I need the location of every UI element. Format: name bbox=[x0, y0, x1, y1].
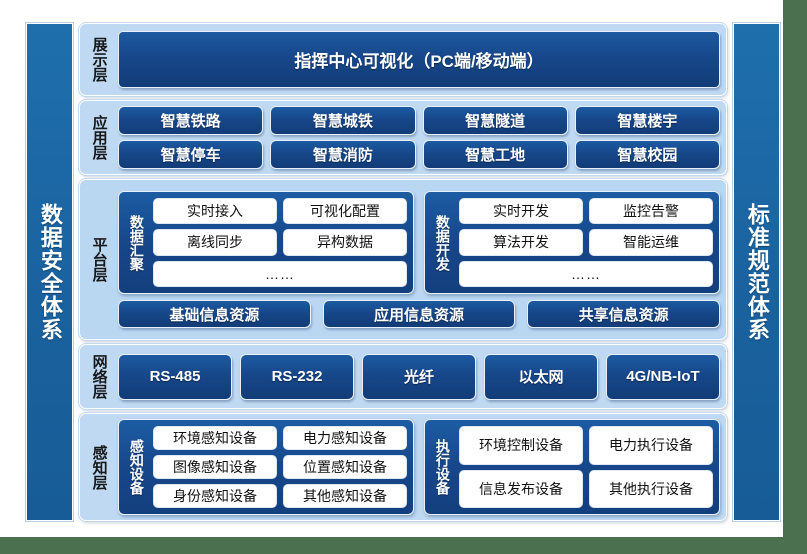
perception-item-row: 身份感知设备 其他感知设备 bbox=[153, 484, 407, 508]
layer-perception: 感知层 感知设备 环境感知设备 电力感知设备 bbox=[79, 413, 727, 521]
platform-item[interactable]: 智能运维 bbox=[589, 229, 713, 256]
diagram-sheet: 数据安全体系 标准规范体系 展示层 指挥中心可视化（PC端/移动端） 应用层 智… bbox=[0, 0, 783, 537]
pillar-data-security: 数据安全体系 bbox=[26, 23, 73, 521]
perception-item-row: 环境感知设备 电力感知设备 bbox=[153, 426, 407, 450]
app-box[interactable]: 智慧停车 bbox=[118, 140, 264, 169]
platform-group-1-label: 数据汇聚 bbox=[128, 214, 145, 271]
perception-group-sensing-devices: 感知设备 环境感知设备 电力感知设备 图像感知设备 位置感知设备 bbox=[118, 419, 414, 515]
platform-group-2-items: 实时开发 监控告警 算法开发 智能运维 …… bbox=[459, 198, 713, 287]
layer-display-title-label: 展示层 bbox=[90, 37, 108, 82]
network-box[interactable]: 4G/NB-IoT bbox=[606, 353, 720, 400]
network-box[interactable]: 光纤 bbox=[362, 353, 476, 400]
perception-group-1-label: 感知设备 bbox=[128, 439, 145, 495]
perception-item[interactable]: 信息发布设备 bbox=[459, 469, 583, 508]
perception-item[interactable]: 身份感知设备 bbox=[153, 484, 277, 508]
application-row-1: 智慧铁路 智慧城铁 智慧隧道 智慧楼宇 bbox=[118, 106, 720, 135]
perception-item[interactable]: 图像感知设备 bbox=[153, 455, 277, 479]
pillar-standard-specification: 标准规范体系 bbox=[733, 23, 780, 521]
layer-network: 网络层 RS-485 RS-232 光纤 以太网 4G/NB-IoT bbox=[79, 344, 727, 409]
network-box[interactable]: RS-232 bbox=[240, 353, 354, 400]
perception-group-1-items: 环境感知设备 电力感知设备 图像感知设备 位置感知设备 身份感知设备 其他感知设… bbox=[153, 426, 407, 508]
platform-item[interactable]: 算法开发 bbox=[459, 229, 583, 256]
layer-perception-title: 感知层 bbox=[80, 414, 118, 520]
layer-perception-body: 感知设备 环境感知设备 电力感知设备 图像感知设备 位置感知设备 bbox=[118, 414, 726, 520]
perception-item[interactable]: 环境感知设备 bbox=[153, 426, 277, 450]
layer-display-title: 展示层 bbox=[80, 24, 118, 95]
layer-application: 应用层 智慧铁路 智慧城铁 智慧隧道 智慧楼宇 智慧停车 智慧消防 智慧工地 智… bbox=[79, 100, 727, 175]
app-box[interactable]: 智慧校园 bbox=[574, 140, 720, 169]
platform-item-row: 实时接入 可视化配置 bbox=[153, 198, 407, 225]
app-box[interactable]: 智慧城铁 bbox=[270, 106, 416, 135]
layer-platform-title-label: 平台层 bbox=[90, 237, 108, 282]
layer-application-title-label: 应用层 bbox=[90, 115, 108, 160]
platform-groups: 数据汇聚 实时接入 可视化配置 离线同步 异构数据 bbox=[118, 191, 720, 294]
platform-group-label: 数据汇聚 bbox=[125, 198, 147, 287]
perception-item-row: 图像感知设备 位置感知设备 bbox=[153, 455, 407, 479]
platform-group-data-development: 数据开发 实时开发 监控告警 算法开发 智能运维 bbox=[424, 191, 720, 294]
platform-item-row: 离线同步 异构数据 bbox=[153, 229, 407, 256]
network-box[interactable]: 以太网 bbox=[484, 353, 598, 400]
platform-item-more[interactable]: …… bbox=[459, 260, 713, 287]
display-banner-box[interactable]: 指挥中心可视化（PC端/移动端） bbox=[118, 31, 720, 88]
platform-group-data-aggregation: 数据汇聚 实时接入 可视化配置 离线同步 异构数据 bbox=[118, 191, 414, 294]
perception-group-label: 感知设备 bbox=[125, 426, 147, 508]
layer-application-body: 智慧铁路 智慧城铁 智慧隧道 智慧楼宇 智慧停车 智慧消防 智慧工地 智慧校园 bbox=[118, 101, 726, 174]
app-box[interactable]: 智慧消防 bbox=[270, 140, 416, 169]
layer-perception-title-label: 感知层 bbox=[90, 444, 108, 490]
perception-item-row: 信息发布设备 其他执行设备 bbox=[459, 469, 713, 508]
app-box[interactable]: 智慧工地 bbox=[422, 140, 568, 169]
application-row-2: 智慧停车 智慧消防 智慧工地 智慧校园 bbox=[118, 140, 720, 169]
perception-item[interactable]: 其他执行设备 bbox=[589, 469, 713, 508]
pillar-right-label: 标准规范体系 bbox=[744, 203, 770, 341]
platform-item-row: …… bbox=[153, 260, 407, 287]
platform-item-row: 算法开发 智能运维 bbox=[459, 229, 713, 256]
platform-item[interactable]: 异构数据 bbox=[283, 229, 407, 256]
resource-box[interactable]: 应用信息资源 bbox=[322, 300, 516, 328]
perception-group-label: 执行设备 bbox=[431, 426, 453, 508]
perception-groups: 感知设备 环境感知设备 电力感知设备 图像感知设备 位置感知设备 bbox=[118, 419, 720, 515]
layer-platform-title: 平台层 bbox=[80, 180, 118, 339]
layer-network-body: RS-485 RS-232 光纤 以太网 4G/NB-IoT bbox=[118, 345, 726, 408]
perception-group-actuator-devices: 执行设备 环境控制设备 电力执行设备 信息发布设备 其他执行设备 bbox=[424, 419, 720, 515]
perception-item[interactable]: 环境控制设备 bbox=[459, 426, 583, 465]
app-box[interactable]: 智慧隧道 bbox=[422, 106, 568, 135]
app-box[interactable]: 智慧楼宇 bbox=[574, 106, 720, 135]
platform-item[interactable]: 实时接入 bbox=[153, 198, 277, 225]
layer-platform: 平台层 数据汇聚 实时接入 可视化配置 bbox=[79, 179, 727, 340]
layer-display-body: 指挥中心可视化（PC端/移动端） bbox=[118, 24, 726, 95]
layer-display: 展示层 指挥中心可视化（PC端/移动端） bbox=[79, 23, 727, 96]
network-box[interactable]: RS-485 bbox=[118, 353, 232, 400]
layer-network-title-label: 网络层 bbox=[90, 354, 108, 399]
platform-group-2-label: 数据开发 bbox=[434, 214, 451, 271]
platform-item-more[interactable]: …… bbox=[153, 260, 407, 287]
platform-group-label: 数据开发 bbox=[431, 198, 453, 287]
layer-application-title: 应用层 bbox=[80, 101, 118, 174]
perception-group-2-items: 环境控制设备 电力执行设备 信息发布设备 其他执行设备 bbox=[459, 426, 713, 508]
platform-item[interactable]: 可视化配置 bbox=[283, 198, 407, 225]
platform-item-row: …… bbox=[459, 260, 713, 287]
perception-item-row: 环境控制设备 电力执行设备 bbox=[459, 426, 713, 465]
resource-box[interactable]: 基础信息资源 bbox=[118, 300, 311, 328]
perception-item[interactable]: 电力感知设备 bbox=[283, 426, 407, 450]
platform-item-row: 实时开发 监控告警 bbox=[459, 198, 713, 225]
layer-network-title: 网络层 bbox=[80, 345, 118, 408]
platform-item[interactable]: 实时开发 bbox=[459, 198, 583, 225]
layer-platform-body: 数据汇聚 实时接入 可视化配置 离线同步 异构数据 bbox=[118, 180, 726, 339]
platform-item[interactable]: 离线同步 bbox=[153, 229, 277, 256]
platform-item[interactable]: 监控告警 bbox=[589, 198, 713, 225]
platform-resource-bar: 基础信息资源 应用信息资源 共享信息资源 bbox=[118, 300, 721, 328]
network-row: RS-485 RS-232 光纤 以太网 4G/NB-IoT bbox=[118, 353, 720, 400]
resource-box[interactable]: 共享信息资源 bbox=[527, 300, 721, 328]
perception-item[interactable]: 其他感知设备 bbox=[283, 484, 407, 508]
pillar-left-label: 数据安全体系 bbox=[37, 203, 63, 341]
perception-group-2-label: 执行设备 bbox=[434, 439, 451, 495]
app-box[interactable]: 智慧铁路 bbox=[118, 106, 264, 135]
perception-item[interactable]: 电力执行设备 bbox=[589, 426, 713, 465]
platform-group-1-items: 实时接入 可视化配置 离线同步 异构数据 …… bbox=[153, 198, 407, 287]
perception-item[interactable]: 位置感知设备 bbox=[283, 455, 407, 479]
